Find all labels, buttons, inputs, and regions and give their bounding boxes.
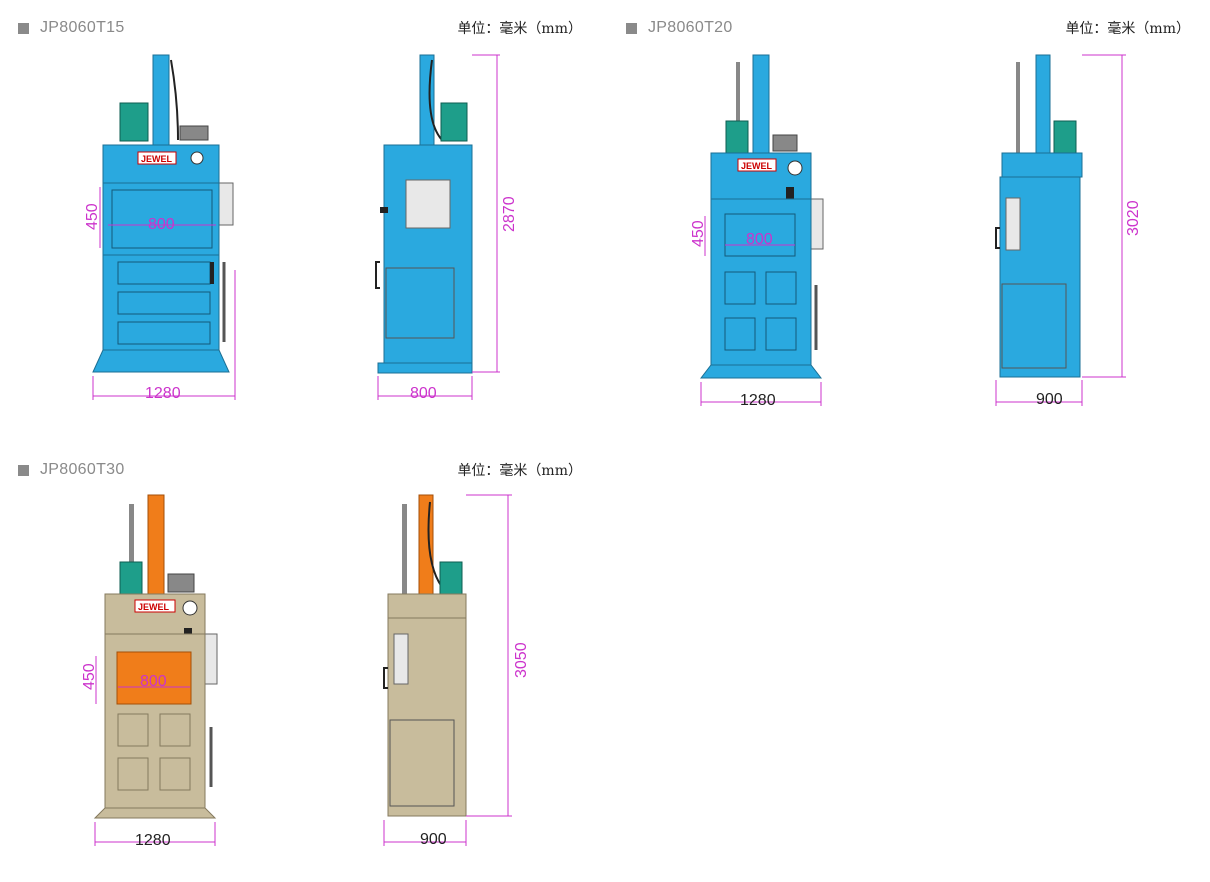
side-view: 3050 900 bbox=[383, 494, 530, 848]
panel-jp8060t30: JP8060T30 单位：毫米（mm） JEWEL bbox=[0, 442, 600, 882]
panel-header: JP8060T30 bbox=[18, 460, 125, 480]
dim-side-width: 900 bbox=[420, 831, 447, 848]
baler-drawing: JEWEL 450 800 1280 bbox=[690, 54, 1142, 409]
dim-side-width: 800 bbox=[410, 385, 437, 402]
unit-label: 单位：毫米（mm） bbox=[457, 463, 582, 479]
square-bullet-icon bbox=[626, 22, 637, 34]
side-view: 2870 800 bbox=[375, 54, 518, 402]
dim-front-height: 450 bbox=[690, 220, 707, 247]
square-bullet-icon bbox=[18, 22, 29, 34]
model-name: JP8060T30 bbox=[40, 461, 125, 478]
dim-front-width: 1280 bbox=[740, 392, 776, 409]
panel-header: JP8060T15 bbox=[18, 18, 125, 38]
square-bullet-icon bbox=[18, 464, 29, 476]
logo-text: JEWEL bbox=[138, 602, 170, 612]
front-view: JEWEL 450 800 1280 bbox=[81, 494, 218, 849]
dim-chamber-width: 800 bbox=[140, 673, 167, 690]
dim-total-height: 3050 bbox=[513, 642, 530, 678]
panel-jp8060t20: JP8060T20 单位：毫米（mm） JEWEL bbox=[608, 0, 1208, 440]
dim-total-height: 2870 bbox=[501, 196, 518, 232]
logo-text: JEWEL bbox=[141, 154, 173, 164]
panel-jp8060t15: JP8060T15 单位：毫米（mm） JEWEL bbox=[0, 0, 600, 440]
dim-front-height: 450 bbox=[81, 663, 98, 690]
dim-chamber-width: 800 bbox=[148, 216, 175, 233]
baler-drawing: JEWEL 450 800 1280 bbox=[84, 54, 518, 402]
dim-front-height: 450 bbox=[84, 203, 101, 230]
side-view: 3020 900 bbox=[995, 54, 1142, 408]
dim-front-width: 1280 bbox=[145, 385, 181, 402]
dim-side-width: 900 bbox=[1036, 391, 1063, 408]
unit-label: 单位：毫米（mm） bbox=[457, 21, 582, 37]
logo-text: JEWEL bbox=[741, 161, 773, 171]
unit-label: 单位：毫米（mm） bbox=[1065, 21, 1190, 37]
dim-front-width: 1280 bbox=[135, 832, 171, 849]
front-view: JEWEL 450 800 1280 bbox=[84, 54, 236, 402]
baler-drawing: JEWEL 450 800 1280 bbox=[81, 494, 530, 849]
front-view: JEWEL 450 800 1280 bbox=[690, 54, 824, 409]
panel-header: JP8060T20 bbox=[626, 18, 733, 38]
dim-total-height: 3020 bbox=[1125, 200, 1142, 236]
dim-chamber-width: 800 bbox=[746, 231, 773, 248]
model-name: JP8060T20 bbox=[648, 19, 733, 36]
model-name: JP8060T15 bbox=[40, 19, 125, 36]
